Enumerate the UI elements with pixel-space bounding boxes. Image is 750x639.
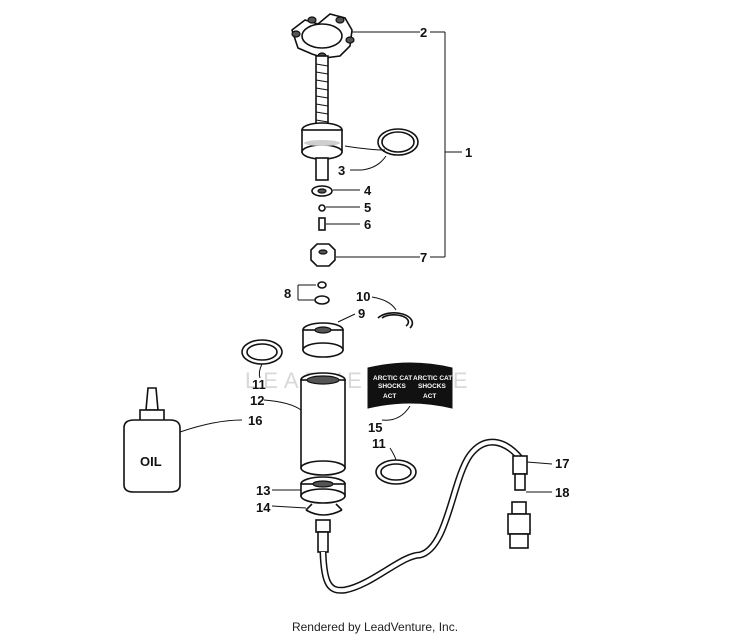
oil-bottle-label: OIL (140, 454, 162, 469)
callouts: 2 1 3 4 5 6 7 8 9 10 11 12 16 15 11 13 1… (248, 25, 569, 515)
callout-4: 4 (364, 183, 372, 198)
decal-right-logo: ACT (423, 393, 436, 400)
part-15-decal: ARCTIC CAT SHOCKS ACT ARCTIC CAT SHOCKS … (367, 362, 453, 409)
decal-right-line1: ARCTIC CAT (413, 375, 452, 382)
part-17-hose-fitting (512, 455, 528, 491)
callout-13: 13 (256, 483, 270, 498)
threaded-rod (315, 55, 329, 127)
callout-10: 10 (356, 289, 370, 304)
callout-1: 1 (465, 145, 472, 160)
callout-14: 14 (256, 500, 271, 515)
callout-8: 8 (284, 286, 291, 301)
callout-5: 5 (364, 200, 371, 215)
leader-lines (179, 31, 553, 509)
part-14-clip (305, 503, 343, 516)
callout-16: 16 (248, 413, 262, 428)
lower-fitting (315, 519, 331, 553)
callout-6: 6 (364, 217, 371, 232)
callout-15: 15 (368, 420, 382, 435)
part-16-oil-bottle: OIL (123, 387, 181, 493)
part-5-ball (318, 204, 326, 212)
part-8-oring-b (314, 295, 330, 305)
part-8-oring-a (317, 281, 327, 289)
callout-17: 17 (555, 456, 569, 471)
callout-12: 12 (250, 393, 264, 408)
part-2-knob (291, 13, 355, 60)
part-18-quick-connector (507, 501, 531, 549)
callout-7: 7 (420, 250, 427, 265)
callout-9: 9 (358, 306, 365, 321)
part-10-snap-ring (377, 312, 414, 329)
callout-2: 2 (420, 25, 427, 40)
callout-18: 18 (555, 485, 569, 500)
part-13-lower-cap (300, 476, 346, 504)
decal-left-logo: ACT (383, 393, 396, 400)
part-9-piston (302, 322, 344, 358)
cap-body (301, 122, 343, 181)
part-12-cylinder (300, 372, 346, 476)
decal-right-line2: SHOCKS (418, 383, 446, 390)
callout-11-lower: 11 (372, 436, 386, 451)
decal-left-line2: SHOCKS (378, 383, 406, 390)
decal-left-line1: ARCTIC CAT (373, 375, 412, 382)
callout-3: 3 (338, 163, 345, 178)
part-6-pin (318, 217, 326, 231)
footer-credit: Rendered by LeadVenture, Inc. (291, 620, 459, 634)
part-7-nut (310, 243, 336, 267)
callout-11-upper: 11 (252, 377, 266, 392)
hose (319, 438, 523, 594)
